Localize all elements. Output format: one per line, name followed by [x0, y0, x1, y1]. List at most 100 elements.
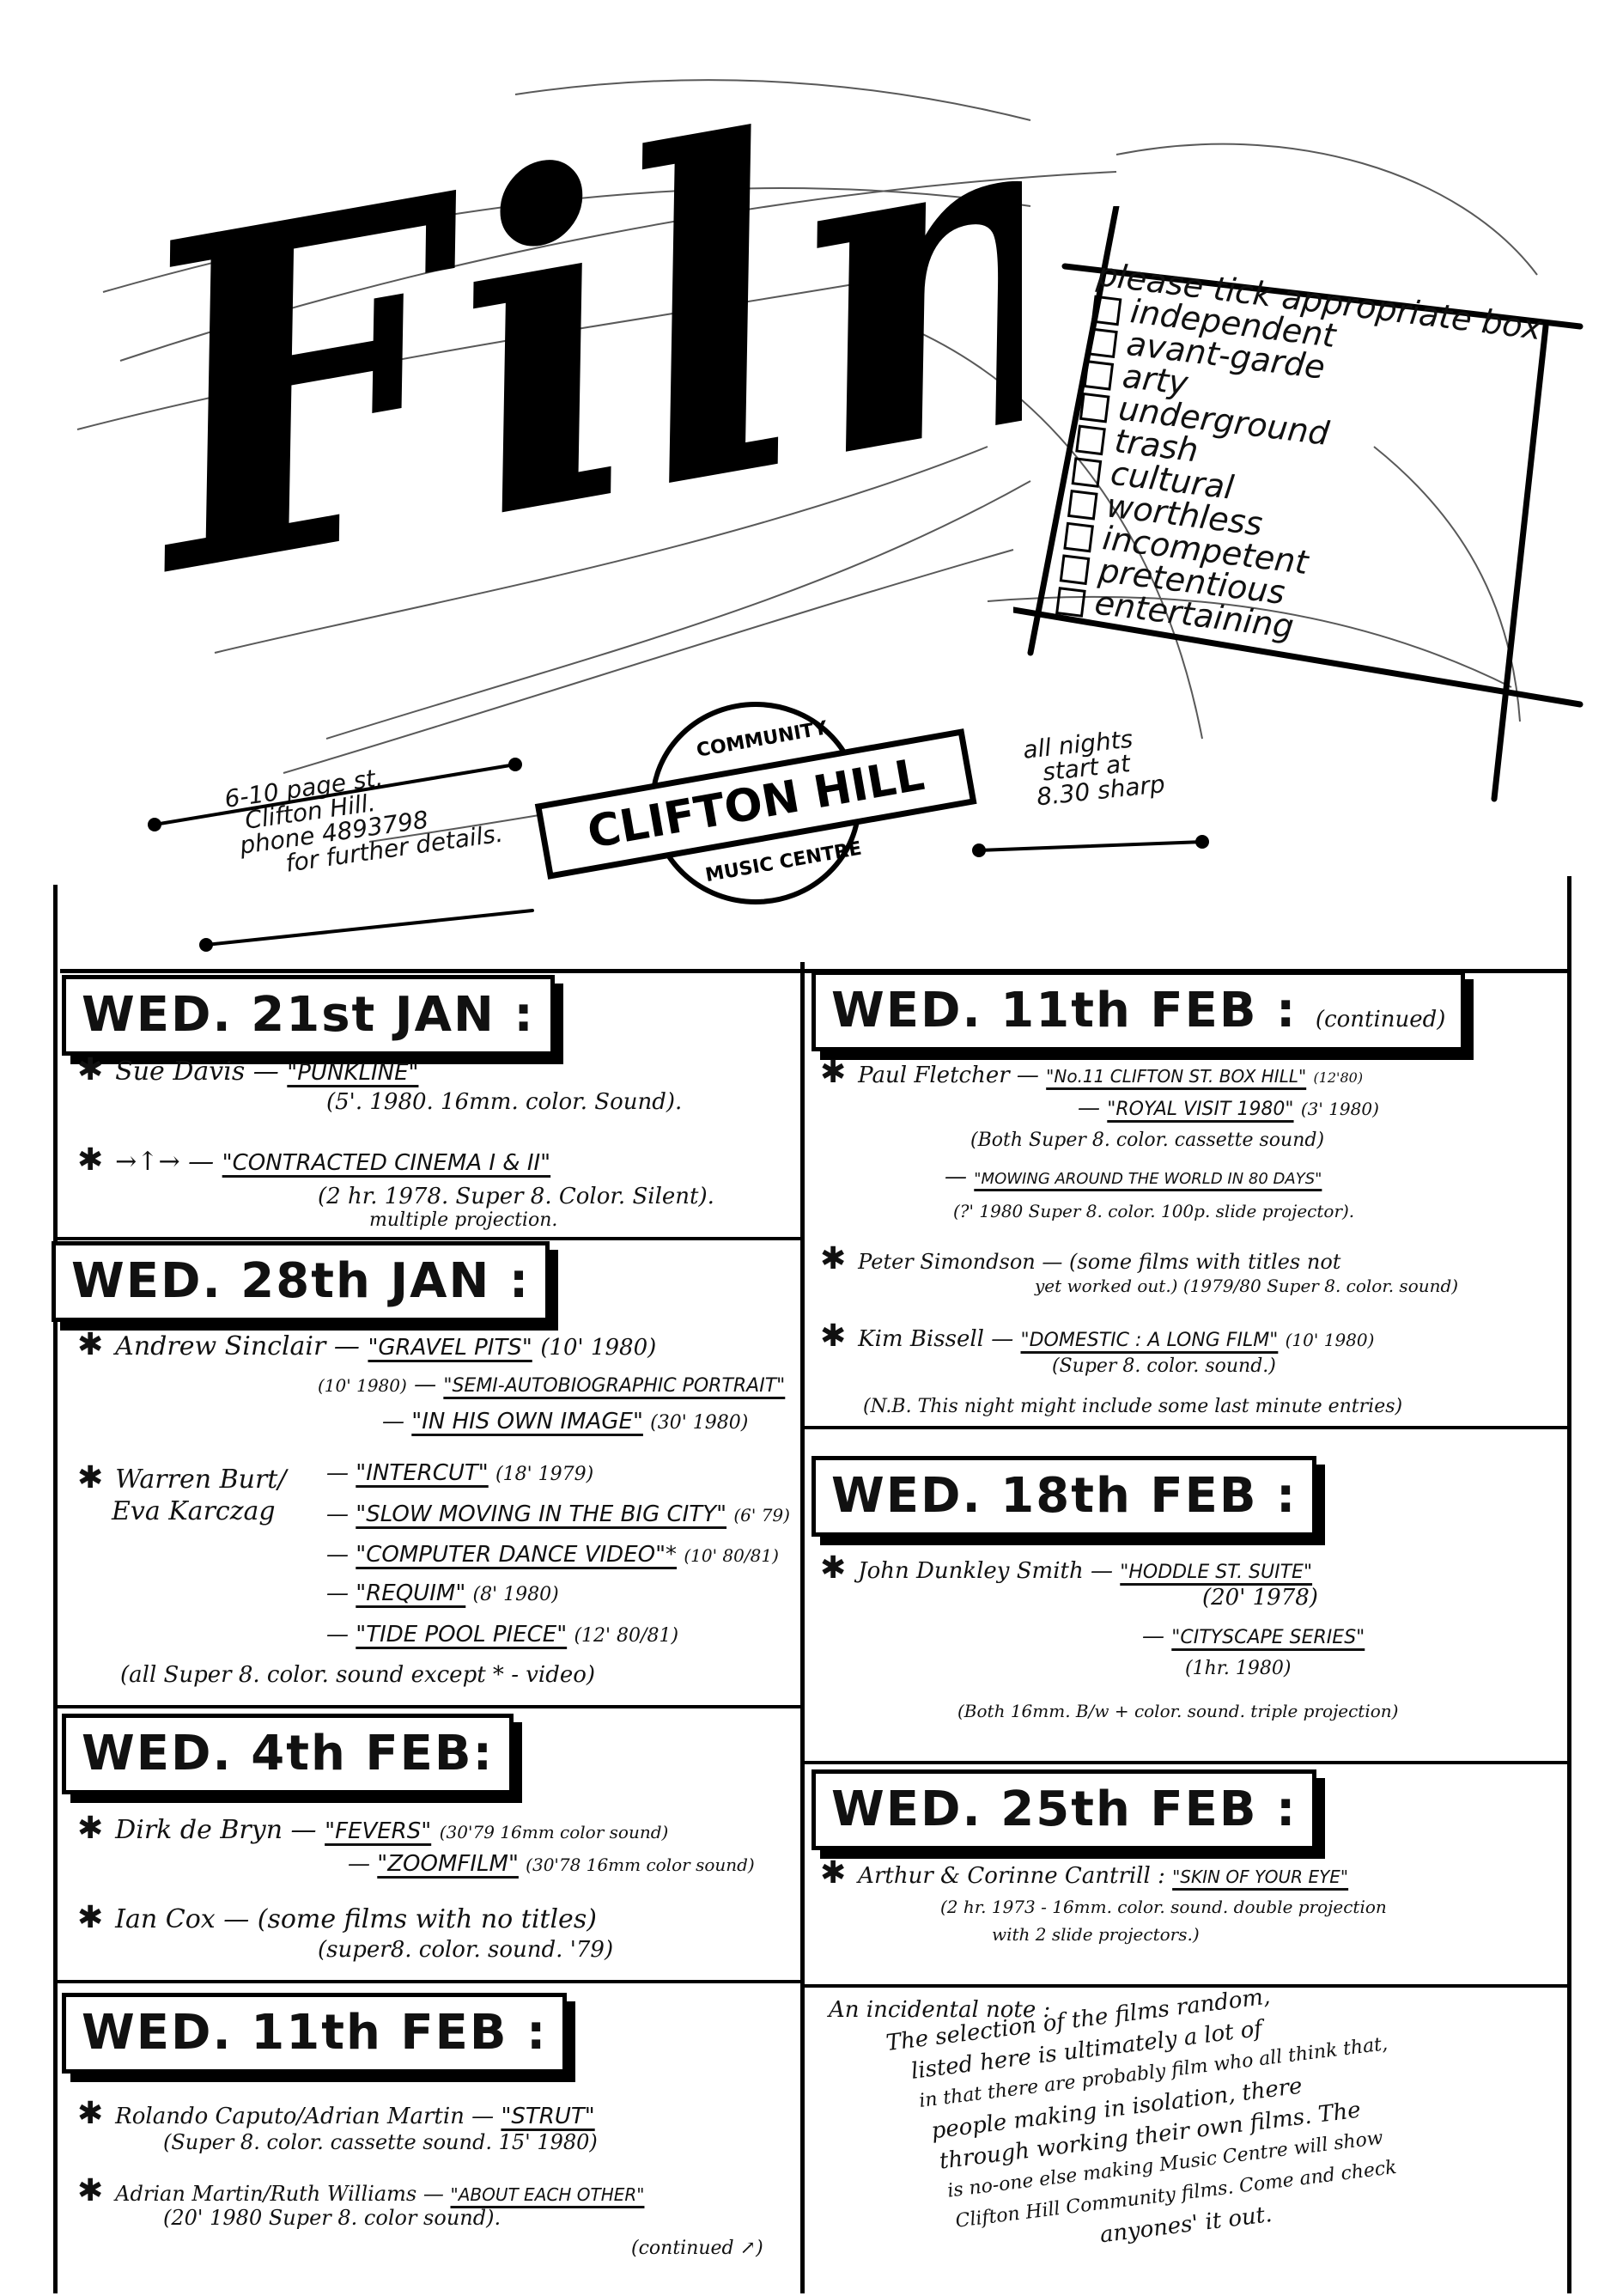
rule-right-1 [802, 1426, 1569, 1429]
film-title: "ZOOMFILM" [377, 1851, 519, 1877]
film-title: "CITYSCAPE SERIES" [1171, 1627, 1365, 1648]
film-title: "HODDLE ST. SUITE" [1120, 1562, 1313, 1583]
entry-ian-cox: ✱Ian Cox — (some films with no titles) [77, 1900, 597, 1935]
start-time: all nights start at 8.30 sharp [1021, 724, 1167, 812]
rule-left-2 [55, 1705, 802, 1708]
entry-line: — "CITYSCAPE SERIES" [1142, 1623, 1365, 1649]
checkbox[interactable] [1067, 489, 1098, 521]
checklist-frame [1013, 206, 1583, 802]
film-title: "INTERCUT" [356, 1460, 489, 1486]
checkbox[interactable] [1063, 521, 1095, 552]
rule-left-1 [55, 1237, 802, 1240]
checkbox[interactable] [1079, 392, 1110, 423]
frame-left [53, 885, 58, 2293]
section-heading-feb25: WED. 25th FEB : [812, 1769, 1317, 1850]
rule-left-3 [55, 1980, 802, 1983]
entry-kim-bissell: ✱Kim Bissell — "DOMESTIC : A LONG FILM" … [820, 1319, 1375, 1354]
entry-line: yet worked out.) (1979/80 Super 8. color… [1035, 1276, 1459, 1296]
section-heading-feb11: WED. 11th FEB : [62, 1993, 568, 2074]
entry-info: (super8. color. sound. '79) [318, 1937, 614, 1963]
frame-right [1567, 876, 1571, 2293]
entry-line: — "COMPUTER DANCE VIDEO"* (10' 80/81) [326, 1542, 779, 1568]
entry-info: (5'. 1980. 16mm. color. Sound). [326, 1089, 683, 1115]
entry-cantrill: ✱Arthur & Corinne Cantrill : "SKIN OF YO… [820, 1855, 1349, 1891]
checkbox[interactable] [1083, 359, 1115, 391]
entry-info: (Super 8. color. cassette sound. 15' 198… [163, 2130, 598, 2154]
entry-andrew-sinclair: ✱Andrew Sinclair — "GRAVEL PITS" (10' 19… [77, 1327, 657, 1362]
entry-warren-burt: ✱Warren Burt/ [77, 1460, 287, 1495]
film-title: "COMPUTER DANCE VIDEO"* [356, 1542, 678, 1568]
asterisk-icon: ✱ [820, 1055, 847, 1090]
continued-link[interactable]: (continued ↗) [631, 2238, 763, 2259]
frame-middle [800, 962, 805, 2293]
header-rules [148, 758, 1209, 952]
entry-info: (1hr. 1980) [1185, 1658, 1292, 1679]
film-title: "REQUIM" [356, 1580, 466, 1606]
entry-line: — "TIDE POOL PIECE" (12' 80/81) [326, 1622, 679, 1647]
film-title: "STRUT" [501, 2104, 595, 2129]
asterisk-icon: ✱ [77, 1327, 104, 1362]
scribble-background [76, 79, 1538, 843]
film-title: "SEMI-AUTOBIOGRAPHIC PORTRAIT" [443, 1375, 786, 1397]
checkbox[interactable] [1075, 424, 1106, 455]
section-heading-jan28: WED. 28th JAN : [52, 1241, 550, 1322]
clifton-hill-logo: CLIFTON HILL COMMUNITY MUSIC CENTRE [532, 687, 979, 910]
section-heading-feb11-continued: WED. 11th FEB : (continued) [812, 971, 1466, 1051]
asterisk-icon: ✱ [77, 1811, 104, 1846]
section-note: (N.B. This night might include some last… [863, 1396, 1403, 1417]
film-title: "ROYAL VISIT 1980" [1107, 1099, 1294, 1120]
entry-line: — "INTERCUT" (18' 1979) [326, 1460, 594, 1486]
film-title: "CONTRACTED CINEMA I & II" [222, 1150, 551, 1176]
entry-john-dunkley-smith: ✱John Dunkley Smith — "HODDLE ST. SUITE" [820, 1550, 1313, 1586]
entry-eva-karczag: Eva Karczag [112, 1496, 276, 1526]
film-title: "ABOUT EACH OTHER" [450, 2184, 645, 2205]
logo-top: COMMUNITY [695, 717, 830, 762]
entry-martin-williams: ✱Adrian Martin/Ruth Williams — "ABOUT EA… [77, 2173, 645, 2208]
asterisk-icon: ✱ [820, 1241, 847, 1276]
film-title: "FEVERS" [325, 1818, 432, 1844]
entry-line: — "SLOW MOVING IN THE BIG CITY" (6' 79) [326, 1501, 790, 1527]
film-title: Film [88, 0, 1305, 722]
entry-info: (2 hr. 1978. Super 8. Color. Silent). [318, 1184, 714, 1209]
asterisk-icon: ✱ [77, 1052, 104, 1087]
entry-line: (10' 1980) — "SEMI-AUTOBIOGRAPHIC PORTRA… [318, 1372, 786, 1398]
checkbox[interactable] [1055, 586, 1086, 618]
film-title: "GRAVEL PITS" [368, 1335, 532, 1361]
film-title-text: Film [129, 34, 1022, 677]
asterisk-icon: ✱ [820, 1855, 847, 1891]
asterisk-icon: ✱ [77, 1900, 104, 1935]
film-title: "TIDE POOL PIECE" [356, 1622, 568, 1647]
entry-line: — "ZOOMFILM" (30'78 16mm color sound) [348, 1851, 755, 1877]
checkbox[interactable] [1059, 553, 1091, 585]
entry-paul-fletcher: ✱Paul Fletcher — "No.11 CLIFTON ST. BOX … [820, 1055, 1364, 1090]
entry-peter-simondson: ✱Peter Simondson — (some films with titl… [820, 1241, 1341, 1276]
note-heading: An incidental note : [829, 1997, 1051, 2023]
asterisk-icon: ✱ [820, 1319, 847, 1354]
entry-contracted-cinema: ✱→↑→ — "CONTRACTED CINEMA I & II" [77, 1142, 551, 1178]
entry-info: (20' 1980 Super 8. color sound). [163, 2206, 501, 2230]
film-title: "SKIN OF YOUR EYE" [1172, 1867, 1349, 1887]
entry-note: multiple projection. [369, 1209, 558, 1231]
film-title: "No.11 CLIFTON ST. BOX HILL" [1046, 1066, 1307, 1087]
film-title: "IN HIS OWN IMAGE" [411, 1409, 643, 1434]
asterisk-icon: ✱ [77, 1142, 104, 1178]
section-heading-feb4: WED. 4th FEB: [62, 1714, 514, 1794]
entry-info: (?' 1980 Super 8. color. 100p. slide pro… [953, 1201, 1355, 1221]
checkbox[interactable] [1091, 295, 1122, 326]
entry-info: with 2 slide projectors.) [992, 1924, 1200, 1945]
film-title: "MOWING AROUND THE WORLD IN 80 DAYS" [974, 1170, 1322, 1188]
entry-info: (20' 1978) [1202, 1585, 1318, 1611]
film-title: "SLOW MOVING IN THE BIG CITY" [356, 1501, 727, 1527]
entry-info: (2 hr. 1973 - 16mm. color. sound. double… [940, 1897, 1387, 1917]
film-title: "PUNKLINE" [287, 1060, 419, 1086]
rule-right-3 [802, 1984, 1569, 1988]
entry-info: (Both Super 8. color. cassette sound) [970, 1130, 1325, 1151]
entry-line: — "ROYAL VISIT 1980" (3' 1980) [1078, 1095, 1379, 1121]
section-note: (Both 16mm. B/w + color. sound. triple p… [957, 1701, 1399, 1721]
checkbox[interactable] [1087, 326, 1118, 358]
checkbox[interactable] [1071, 456, 1103, 488]
entry-sue-davis: ✱Sue Davis — "PUNKLINE" [77, 1052, 419, 1087]
asterisk-icon: ✱ [77, 2096, 104, 2131]
asterisk-icon: ✱ [77, 2173, 104, 2208]
entry-line: — "IN HIS OWN IMAGE" (30' 1980) [382, 1409, 749, 1434]
